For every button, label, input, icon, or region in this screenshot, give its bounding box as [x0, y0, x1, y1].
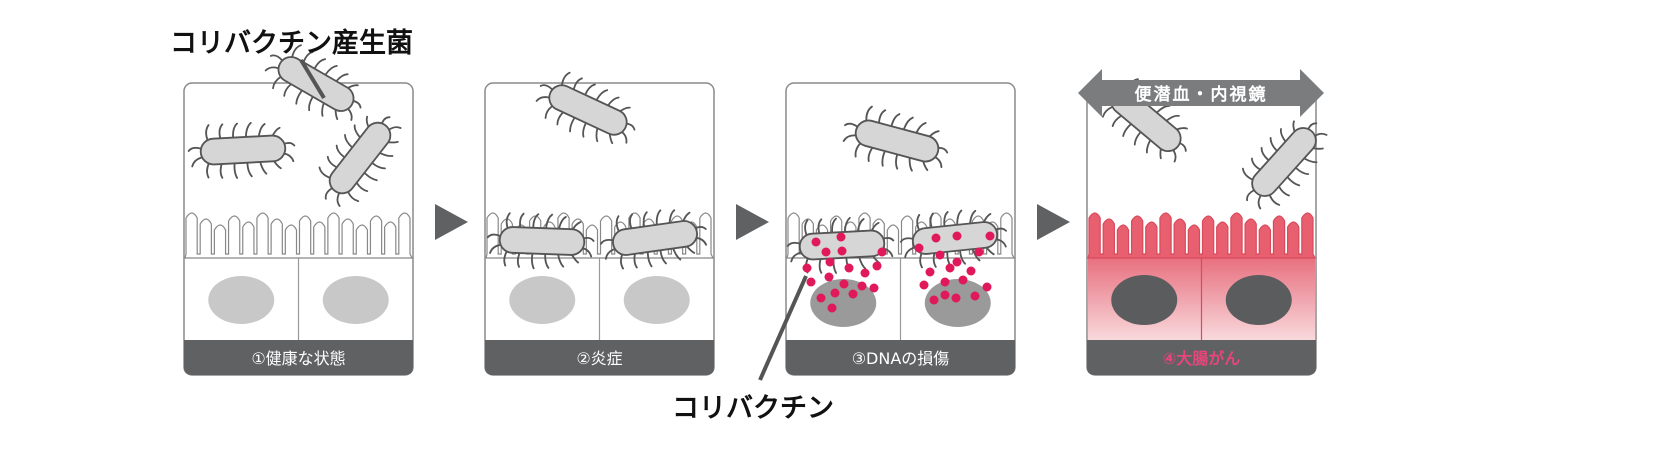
stage-label: ③DNAの損傷 [852, 349, 950, 368]
colibactin-leader-line [758, 275, 808, 381]
cell-nucleus [623, 276, 690, 324]
stage-label-bar [786, 340, 1015, 375]
stage-label-bar [184, 340, 413, 375]
colibactin-dot [837, 246, 847, 256]
colibactin-dot [919, 280, 929, 290]
cell-nucleus [924, 279, 991, 327]
cell-nucleus [1225, 275, 1292, 325]
cell-nucleus [322, 276, 389, 324]
villi [184, 212, 413, 259]
colibactin-dot [827, 303, 837, 313]
colibactin-dot [982, 282, 992, 292]
villi [1087, 212, 1316, 259]
colibactin-dot [935, 250, 945, 260]
stage-panel: ④大腸がん [1086, 82, 1317, 376]
colibactin-dot [940, 277, 950, 287]
colibactin-dot [952, 231, 962, 241]
stage-label: ④大腸がん [1163, 349, 1241, 368]
stage-label-bar [485, 340, 714, 375]
colibactin-callout: コリバクチン [672, 393, 834, 424]
colibactin-dot [824, 272, 834, 282]
colibactin-dot [877, 247, 887, 257]
cell-nucleus [810, 279, 877, 327]
colibactin-dot [844, 263, 854, 273]
colibactin-dot [830, 288, 840, 298]
colibactin-dot [857, 281, 867, 291]
cell-nucleus [1111, 275, 1178, 325]
producer-leader-line [299, 58, 326, 100]
colibactin-dot [929, 295, 939, 305]
stage-label: ①健康な状態 [251, 349, 345, 368]
colibactin-dot [825, 257, 835, 267]
colibactin-dot [958, 275, 968, 285]
colibactin-dot [974, 247, 984, 257]
stage-label-bar [1087, 340, 1316, 375]
colibactin-dot [952, 257, 962, 267]
colibactin-dot [945, 263, 955, 273]
colibactin-dot [806, 277, 816, 287]
step-arrow-icon [1037, 204, 1070, 240]
colibactin-dot [821, 247, 831, 257]
colibactin-dot [836, 232, 846, 242]
step-arrow-icon [435, 204, 468, 240]
step-arrow-icon [736, 204, 769, 240]
colibactin-dot [811, 237, 821, 247]
colibactin-dot [839, 279, 849, 289]
colibactin-dot [848, 289, 858, 299]
colibactin-dot [914, 243, 924, 253]
detection-double-arrow [1078, 69, 1324, 117]
colibactin-dot [925, 267, 935, 277]
colibactin-dot [802, 263, 812, 273]
colibactin-dot [872, 261, 882, 271]
colibactin-dot [869, 283, 879, 293]
detection-arrow-label: 便潜血・内視鏡 [1135, 84, 1268, 105]
producer-callout: コリバクチン産生菌 [170, 27, 413, 59]
colibactin-dot [931, 233, 941, 243]
colibactin-dot [951, 293, 961, 303]
colibactin-dot [966, 266, 976, 276]
stage-label: ②炎症 [576, 349, 622, 368]
cell-nucleus [208, 276, 275, 324]
colibactin-dot [985, 231, 995, 241]
colibactin-dot [940, 290, 950, 300]
colibactin-dot [860, 268, 870, 278]
colibactin-dot [816, 293, 826, 303]
cell-nucleus [509, 276, 576, 324]
colibactin-dot [970, 291, 980, 301]
